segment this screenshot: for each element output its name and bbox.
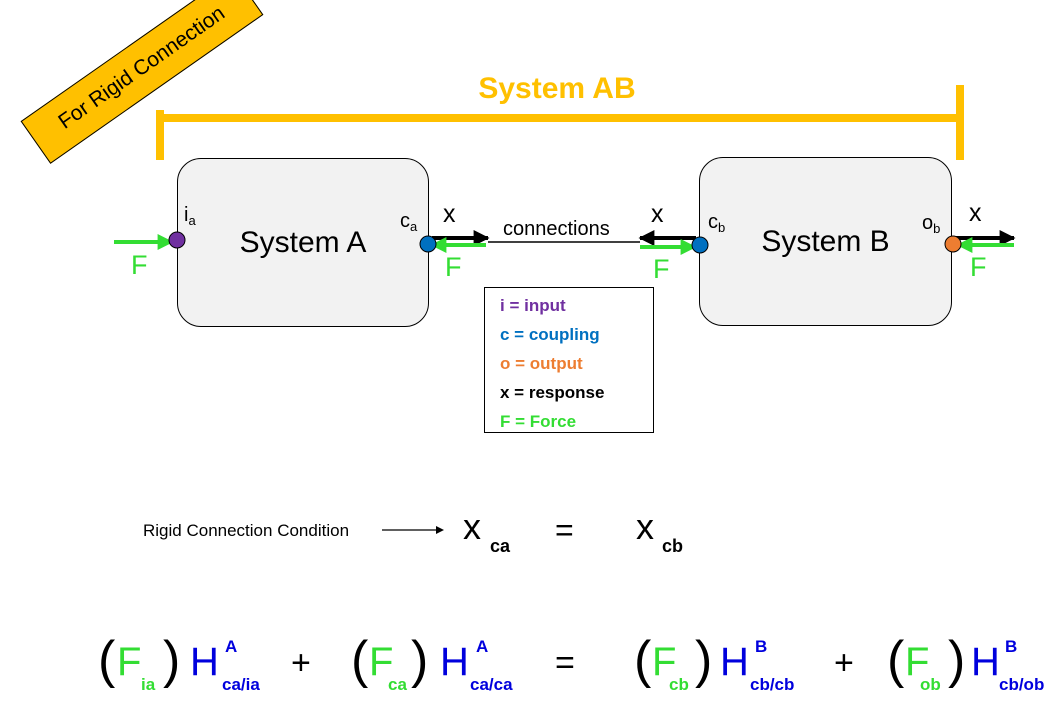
eq-frf-sub-1: ca/ia (222, 675, 260, 694)
legend-force: F = Force (500, 412, 577, 431)
response-x-ob: x (969, 199, 982, 227)
eq-frf-4: H (971, 640, 1000, 684)
legend-coupling: c = coupling (500, 325, 600, 344)
eq-force-sub-4: ob (920, 675, 941, 694)
force-f-ob: F (970, 252, 987, 282)
eq-close-paren-4: ) (948, 631, 966, 689)
port-ob-label: ob (922, 212, 941, 236)
eq-force-sub-2: ca (388, 675, 407, 694)
port-ia-label: ia (184, 204, 196, 228)
eq-open-paren-4: ( (887, 631, 905, 689)
eq-frf-sup-2: A (476, 637, 489, 656)
eq-force-1: F (117, 640, 142, 684)
port-cb-label: cb (708, 211, 726, 235)
eq-force-2: F (369, 640, 394, 684)
eq-force-sub-3: cb (669, 675, 689, 694)
response-x-ca: x (443, 200, 456, 228)
response-x-cb: x (651, 200, 664, 228)
legend-output: o = output (500, 354, 583, 373)
force-f-cb: F (653, 254, 670, 284)
eq-force-sub-1: ia (141, 675, 156, 694)
eq-frf-sub-3: cb/cb (750, 675, 795, 694)
port-ca-label: ca (400, 210, 418, 234)
eq-equals: = (555, 644, 575, 682)
eq-frf-sub-2: ca/ca (470, 675, 513, 694)
condition-rhs-sub: cb (662, 536, 684, 556)
eq-close-paren-3: ) (695, 631, 713, 689)
eq-open-paren-2: ( (351, 631, 369, 689)
eq-frf-2: H (440, 640, 469, 684)
eq-frf-3: H (720, 640, 749, 684)
condition-arrow (382, 526, 444, 534)
legend-input: i = input (500, 296, 566, 315)
system-ab-bracket (156, 85, 964, 160)
eq-close-paren-1: ) (163, 631, 181, 689)
force-f-ca: F (445, 252, 462, 282)
eq-force-4: F (905, 640, 930, 684)
eq-frf-1: H (190, 640, 219, 684)
condition-equals: = (555, 512, 574, 548)
condition-rhs-x: x (636, 506, 654, 547)
eq-close-paren-2: ) (411, 631, 429, 689)
system-b-label: System B (761, 224, 890, 258)
eq-open-paren-3: ( (634, 631, 652, 689)
eq-frf-sup-3: B (755, 637, 768, 656)
eq-open-paren-1: ( (98, 631, 116, 689)
system-b-box: System B (699, 157, 952, 326)
eq-frf-sup-1: A (225, 637, 238, 656)
eq-frf-sub-4: cb/ob (999, 675, 1045, 694)
eq-frf-sup-4: B (1005, 637, 1018, 656)
connections-label: connections (503, 218, 610, 240)
system-a-box: System A (177, 158, 429, 327)
condition-lhs-x: x (463, 506, 481, 547)
eq-plus-2: + (834, 644, 854, 682)
eq-plus-1: + (291, 644, 311, 682)
condition-label: Rigid Connection Condition (143, 521, 350, 540)
eq-force-3: F (652, 640, 677, 684)
system-ab-title: System AB (478, 72, 636, 105)
condition-lhs-sub: ca (490, 536, 511, 556)
legend-box: i = input c = coupling o = output x = re… (484, 287, 654, 433)
legend-response: x = response (500, 383, 605, 402)
force-f-ia: F (131, 250, 148, 280)
system-a-label: System A (239, 225, 367, 259)
